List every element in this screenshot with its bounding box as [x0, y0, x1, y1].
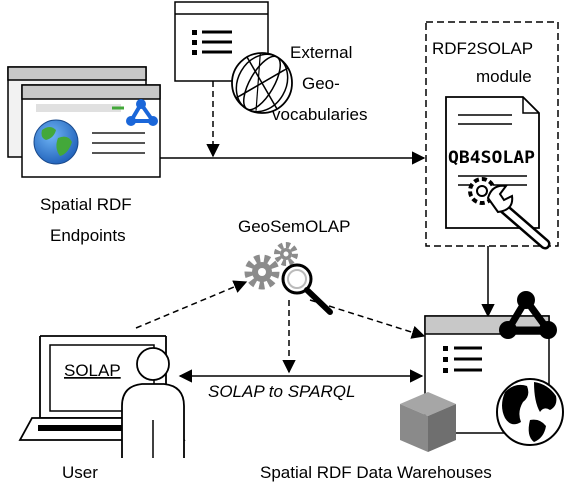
globe-icon	[231, 52, 293, 114]
endpoints-label-1: Spatial RDF	[40, 195, 132, 214]
user-to-geosemolap-arrow	[135, 280, 248, 329]
earth-icon	[33, 119, 79, 165]
user-icon	[121, 347, 185, 458]
wrench-icon	[468, 177, 551, 250]
magnifier-icon	[281, 263, 333, 315]
external-vocab-document-icon	[174, 1, 269, 82]
user-label: User	[62, 463, 98, 482]
external-vocab-label-1: External	[290, 43, 352, 62]
module-label-1: RDF2SOLAP	[432, 39, 533, 58]
module-label-2: module	[476, 67, 532, 86]
rdf-node-icon	[126, 99, 158, 126]
cube-icon	[400, 392, 456, 452]
external-vocab-label-3: vocabularies	[272, 105, 367, 124]
endpoints-label-2: Endpoints	[50, 226, 126, 245]
rdf-graph-icon	[499, 291, 557, 339]
gear-icon	[244, 242, 298, 290]
qb4solap-label: QB4SOLAP	[448, 148, 535, 168]
rdf2solap-module-box	[425, 21, 559, 247]
warehouses-label: Spatial RDF Data Warehouses	[260, 463, 492, 482]
geosemolap-label: GeoSemOLAP	[238, 217, 350, 236]
solap-to-sparql-label: SOLAP to SPARQL	[208, 382, 355, 401]
external-vocab-label-2: Geo-	[302, 74, 340, 93]
dark-globe-icon	[496, 378, 564, 446]
solap-screen-label: SOLAP	[64, 361, 121, 380]
